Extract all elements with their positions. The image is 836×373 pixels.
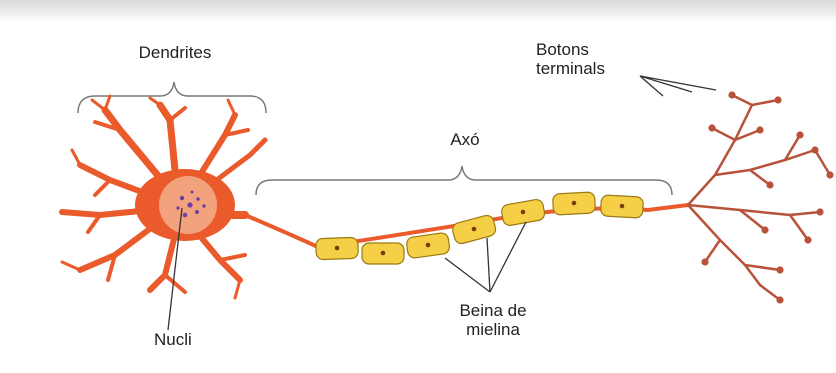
dendrites-label: Dendrites xyxy=(110,43,240,62)
myelin-sheath xyxy=(316,192,644,264)
axon-bracket xyxy=(256,166,672,195)
terminals-label: Botons terminals xyxy=(536,40,646,78)
myelin-label: Beina de mielina xyxy=(438,301,548,339)
terminal-buttons xyxy=(701,91,833,303)
axon-label: Axó xyxy=(435,130,495,149)
nucleus-label: Nucli xyxy=(154,330,214,349)
